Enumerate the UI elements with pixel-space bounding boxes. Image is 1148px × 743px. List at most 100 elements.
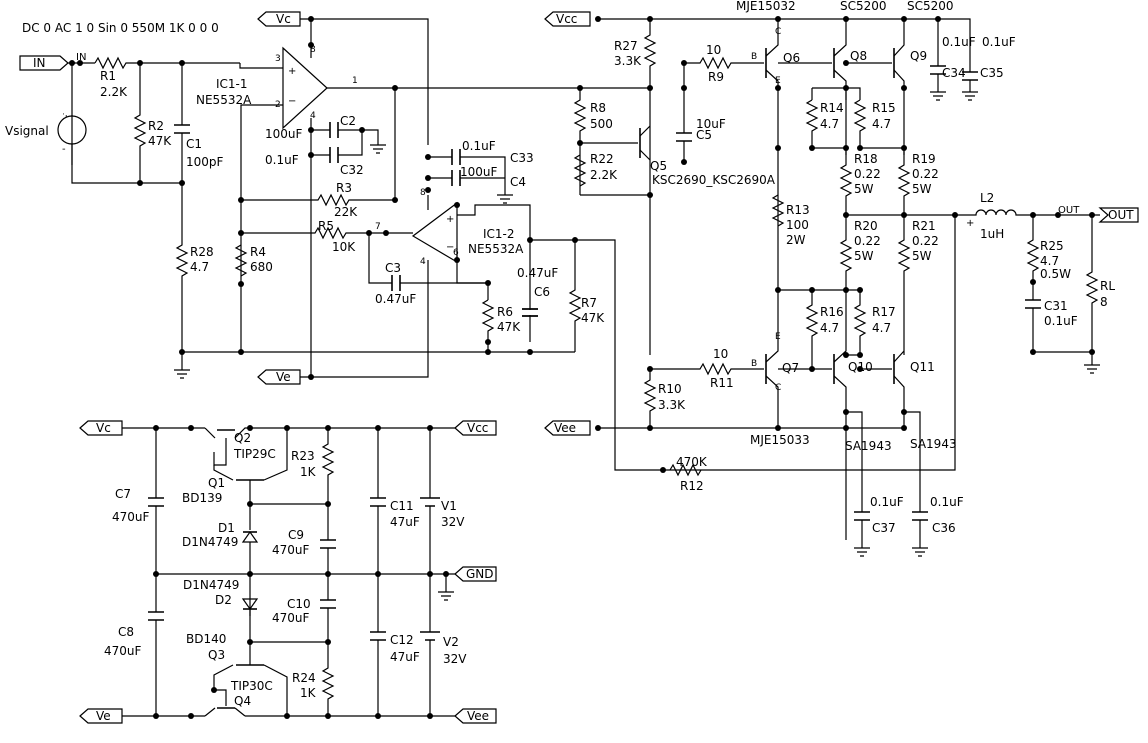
svg-text:10uF: 10uF [696, 117, 726, 131]
svg-text:C11: C11 [390, 499, 414, 513]
q2-transistor: Q2 TIP29C [204, 427, 328, 461]
svg-text:0.47uF: 0.47uF [517, 266, 558, 280]
rl-resistor: RL 8 [1085, 215, 1115, 365]
svg-text:R15: R15 [872, 101, 896, 115]
svg-text:NE5532A: NE5532A [468, 242, 524, 256]
svg-text:Q2: Q2 [234, 431, 251, 445]
svg-text:470K: 470K [676, 455, 708, 469]
svg-text:6: 6 [453, 248, 459, 258]
r9-resistor: 10 R9 [683, 43, 764, 88]
svg-text:Q6: Q6 [783, 51, 800, 65]
svg-text:Q3: Q3 [208, 648, 225, 662]
c32-capacitor: C32 0.1uF [265, 130, 364, 177]
svg-text:R2: R2 [148, 119, 164, 133]
svg-text:Q5: Q5 [650, 159, 667, 173]
svg-text:10K: 10K [332, 240, 356, 254]
gnd-port: GND [454, 566, 497, 582]
svg-text:Q4: Q4 [234, 694, 251, 708]
vc-port: Vc [257, 11, 301, 27]
r25-resistor: R25 4.7 0.5W [1026, 215, 1071, 300]
svg-text:R27: R27 [614, 39, 638, 53]
svg-text:V1: V1 [441, 499, 457, 513]
svg-text:C5: C5 [696, 128, 712, 142]
svg-text:0.1uF: 0.1uF [930, 495, 964, 509]
svg-text:C9: C9 [288, 528, 304, 542]
vsignal-source: + - Vsignal [5, 95, 87, 165]
r6-resistor: R6 47K [481, 299, 521, 352]
svg-text:4.7: 4.7 [820, 321, 839, 335]
out-net-label: OUT [1058, 205, 1080, 216]
q9-transistor: Q9 SC5200 [845, 0, 954, 155]
svg-text:R5: R5 [318, 219, 334, 233]
c35-capacitor: 0.1uF C35 [962, 35, 1016, 101]
svg-text:D1: D1 [218, 521, 235, 535]
c31-capacitor: C31 0.1uF [1025, 299, 1092, 353]
svg-text:+: + [966, 218, 974, 229]
svg-text:10: 10 [713, 347, 728, 361]
svg-text:1uH: 1uH [980, 227, 1004, 241]
svg-text:+: + [446, 214, 454, 225]
r17-resistor: R17 4.7 [846, 290, 896, 356]
c10-capacitor: C10 470uF [272, 597, 336, 642]
svg-text:KSC2690_KSC2690A: KSC2690_KSC2690A [652, 173, 776, 187]
svg-text:500: 500 [590, 117, 613, 131]
svg-text:Vc: Vc [276, 12, 291, 26]
svg-text:0.1uF: 0.1uF [1044, 314, 1078, 328]
svg-text:+: + [288, 66, 296, 77]
d2-diode: D1N4749 D2 [183, 578, 259, 611]
svg-text:47K: 47K [148, 134, 172, 148]
svg-text:R19: R19 [912, 152, 936, 166]
ic2-opamp: + − 8 7 6 4 IC1-2 NE5532A [375, 188, 524, 267]
svg-text:3.3K: 3.3K [614, 54, 642, 68]
svg-text:4.7: 4.7 [872, 117, 891, 131]
svg-text:C33: C33 [510, 151, 534, 165]
svg-text:R23: R23 [291, 449, 315, 463]
svg-text:C3: C3 [385, 261, 401, 275]
svg-text:C1: C1 [186, 137, 202, 151]
c7-value: 470uF [112, 510, 150, 524]
c1-capacitor: C1 100pF [174, 63, 224, 183]
c3-capacitor: C3 0.47uF [368, 233, 488, 306]
svg-text:Q1: Q1 [208, 476, 225, 490]
r4-resistor: R4 680 [234, 244, 273, 277]
c4-capacitor: 100uF C4 [428, 165, 526, 189]
d1-diode: D1 D1N4749 [182, 521, 259, 616]
svg-text:0.22: 0.22 [854, 234, 881, 248]
r27-resistor: R27 3.3K [614, 19, 657, 355]
svg-text:Vee: Vee [554, 421, 576, 435]
r2-resistor: R2 47K [133, 63, 172, 183]
r19-resistor: R19 0.22 5W [897, 148, 939, 215]
r5-resistor: R5 10K [241, 219, 413, 254]
r28-resistor: R28 4.7 [175, 183, 214, 352]
svg-text:Vsignal: Vsignal [5, 124, 49, 138]
svg-text:0.22: 0.22 [912, 167, 939, 181]
in-net-label: IN [76, 52, 86, 63]
svg-text:Q7: Q7 [782, 361, 799, 375]
svg-text:L2: L2 [980, 191, 994, 205]
svg-text:V2: V2 [443, 635, 459, 649]
svg-text:SC5200: SC5200 [907, 0, 954, 13]
svg-text:R16: R16 [820, 305, 844, 319]
q11-transistor: Q11 SA1943 [860, 350, 957, 451]
svg-text:R18: R18 [854, 152, 878, 166]
svg-text:4: 4 [420, 257, 426, 267]
svg-text:R13: R13 [786, 203, 810, 217]
svg-text:C2: C2 [340, 114, 356, 128]
svg-text:D1N4749: D1N4749 [182, 535, 238, 549]
svg-text:C37: C37 [872, 521, 896, 535]
svg-text:IC1-1: IC1-1 [216, 77, 248, 91]
svg-text:4.7: 4.7 [1040, 254, 1059, 268]
svg-text:32V: 32V [441, 515, 465, 529]
r18-resistor: R18 0.22 5W [839, 148, 881, 215]
r12-resistor: 470K R12 [669, 455, 708, 493]
simulation-directive: DC 0 AC 1 0 Sin 0 550M 1K 0 0 0 [22, 21, 219, 35]
svg-text:R1: R1 [100, 69, 116, 83]
svg-text:R25: R25 [1040, 239, 1064, 253]
svg-text:100pF: 100pF [186, 155, 224, 169]
svg-text:R20: R20 [854, 219, 878, 233]
svg-text:4.7: 4.7 [190, 260, 209, 274]
svg-text:R8: R8 [590, 101, 606, 115]
svg-text:1K: 1K [300, 686, 317, 700]
svg-text:4.7: 4.7 [820, 117, 839, 131]
svg-text:C36: C36 [932, 521, 956, 535]
